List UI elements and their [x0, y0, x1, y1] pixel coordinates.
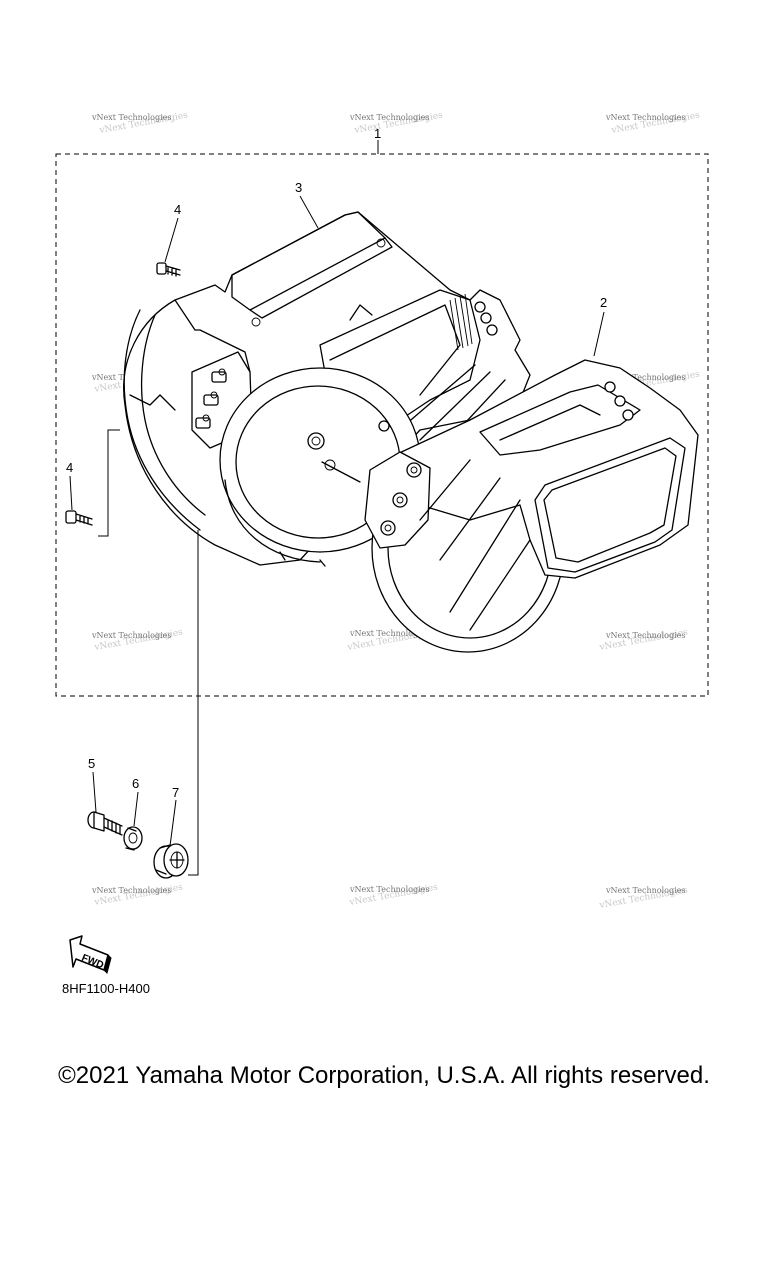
svg-text:vNext Technologies: vNext Technologies [91, 631, 171, 640]
screw-upper [156, 262, 181, 277]
svg-text:vNext Technologies: vNext Technologies [349, 885, 429, 894]
leader-line-5 [92, 771, 97, 813]
grommet [153, 843, 189, 879]
svg-text:vNext Technologies: vNext Technologies [605, 886, 685, 895]
washer [123, 826, 143, 851]
leader-line-4b [69, 475, 73, 511]
svg-text:vNext Technologies: vNext Technologies [605, 631, 685, 640]
leader-line-7 [169, 799, 177, 847]
meter-lens [364, 359, 699, 653]
leader-line-3 [299, 195, 319, 229]
svg-text:vNext Technologies: vNext Technologies [91, 113, 171, 122]
screw-lower [65, 510, 93, 526]
part-label-3: 3 [295, 180, 302, 195]
watermark-12: vNext Technologies vNext Technologies [598, 886, 689, 912]
svg-text:vNext Technologies: vNext Technologies [91, 886, 171, 895]
watermark-1: vNext Technologies vNext Technologies [91, 111, 189, 137]
part-label-2: 2 [600, 295, 607, 310]
assembly-boundary [55, 153, 709, 697]
svg-text:vNext Technologies: vNext Technologies [349, 629, 429, 638]
part-label-1: 1 [374, 126, 381, 141]
bolt [87, 811, 123, 836]
copyright-notice: ©2021 Yamaha Motor Corporation, U.S.A. A… [58, 1062, 710, 1089]
part-label-4a: 4 [174, 202, 181, 217]
watermark-7: vNext Technologies vNext Technologies [91, 628, 184, 654]
leader-line-2 [593, 311, 605, 357]
install-line-4b [98, 429, 120, 537]
part-label-7: 7 [172, 785, 179, 800]
svg-text:vNext Technologies: vNext Technologies [349, 113, 429, 122]
install-line-lower [188, 530, 199, 876]
part-label-5: 5 [88, 756, 95, 771]
svg-text:vNext Technologies: vNext Technologies [605, 113, 685, 122]
watermark-3: vNext Technologies vNext Technologies [605, 111, 701, 137]
watermark-9: vNext Technologies vNext Technologies [598, 628, 689, 654]
leader-line-6 [133, 791, 139, 827]
part-label-4b: 4 [66, 460, 73, 475]
watermark-2: vNext Technologies vNext Technologies [349, 111, 444, 137]
diagram-code: 8HF1100-H400 [62, 981, 150, 996]
fwd-arrow-icon: FWD [69, 935, 112, 974]
watermark-10: vNext Technologies vNext Technologies [91, 883, 184, 909]
svg-text:vNext Technologies: vNext Technologies [605, 373, 685, 382]
leader-line-4a [164, 217, 179, 263]
part-label-6: 6 [132, 776, 139, 791]
watermark-11: vNext Technologies vNext Technologies [348, 883, 439, 909]
